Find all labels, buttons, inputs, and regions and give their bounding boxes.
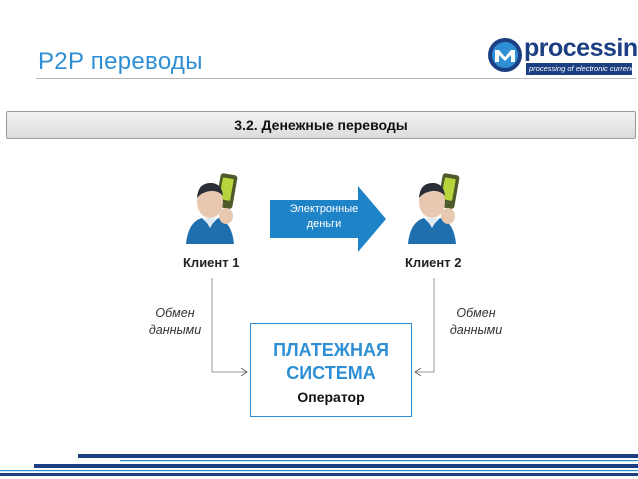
transfer-arrow <box>270 186 386 252</box>
connector-right <box>416 278 435 373</box>
footer-stripes <box>0 454 638 476</box>
client-1-label: Клиент 1 <box>183 255 240 270</box>
payment-system-title-line-2: СИСТЕМА <box>286 363 376 383</box>
connector-left <box>211 278 246 373</box>
section-header-bar <box>6 111 636 139</box>
arrow-label-line-1: Электронные <box>289 203 359 215</box>
transfer-arrow-label: Электронные деньги <box>276 202 372 232</box>
payment-system-title-line-1: ПЛАТЕЖНАЯ <box>273 340 389 360</box>
person-with-phone-icon <box>408 173 460 244</box>
section-title: 3.2. Денежные переводы <box>234 117 408 133</box>
processing-logo: processing processing of electronic curr… <box>486 34 638 78</box>
data-exchange-left-line-1: Обмен <box>155 306 195 320</box>
payment-system-box <box>250 323 412 417</box>
client-2-label: Клиент 2 <box>405 255 462 270</box>
connector-left-head <box>240 367 248 377</box>
logo-tagline: processing of electronic currencies <box>526 63 638 75</box>
arrow-label-line-2: деньги <box>306 218 342 230</box>
data-exchange-right-line-2: данными <box>449 323 503 337</box>
title-divider <box>36 78 636 79</box>
data-exchange-right: Обмен данными <box>436 305 516 339</box>
logo-m-icon <box>488 38 522 72</box>
data-exchange-left-line-2: данными <box>148 323 202 337</box>
data-exchange-left: Обмен данными <box>135 305 215 339</box>
person-with-phone-icon <box>186 173 238 244</box>
connector-right-head <box>414 367 422 377</box>
slide-title: P2P переводы <box>38 48 203 75</box>
logo-wordmark: processing <box>524 34 638 62</box>
payment-system-title: ПЛАТЕЖНАЯ СИСТЕМА <box>250 339 412 385</box>
data-exchange-right-line-1: Обмен <box>456 306 496 320</box>
payment-system-operator: Оператор <box>297 389 365 405</box>
